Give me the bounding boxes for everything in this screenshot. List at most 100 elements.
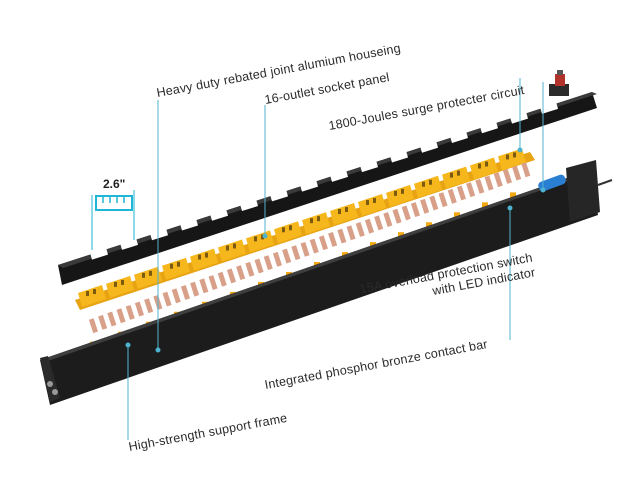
contact-clip	[263, 255, 273, 271]
contact-clip	[300, 241, 310, 257]
end-screw-left-2	[52, 389, 58, 395]
leader-contact-dot	[507, 205, 513, 211]
outlet-slot	[289, 225, 292, 231]
cover-slot	[420, 140, 438, 153]
contact-clip	[291, 245, 301, 261]
leader-lines	[125, 78, 546, 440]
outlet-slot	[457, 170, 460, 176]
outlet-slot	[345, 207, 348, 213]
outlet-slot	[394, 190, 397, 196]
support-frame-channel	[40, 160, 613, 405]
outlet-slot	[485, 161, 488, 167]
contact-clip	[355, 222, 365, 237]
contact-clip	[475, 178, 485, 194]
contact-clip	[88, 318, 98, 334]
dimension-label: 2.6"	[103, 177, 126, 191]
contact-clip	[116, 308, 126, 324]
outlet-socket	[330, 203, 358, 226]
contact-clip	[309, 238, 319, 254]
cover-slot	[390, 150, 408, 163]
cover-slot	[480, 121, 498, 134]
contact-clip	[226, 268, 236, 284]
cover-slot	[450, 131, 468, 144]
contact-clip	[107, 311, 117, 327]
outlet-slot	[198, 254, 201, 260]
cover-slot	[210, 208, 228, 221]
contact-clip	[208, 275, 218, 290]
outlet-socket	[134, 266, 162, 289]
contact-clip	[438, 192, 448, 208]
outlet-slot	[338, 209, 341, 215]
contact-clip	[410, 202, 420, 218]
outlet-slot	[310, 218, 313, 224]
cover-slot	[330, 169, 348, 182]
dimension-marker	[91, 190, 135, 250]
contact-clip	[493, 172, 503, 188]
outlet-slot	[282, 227, 285, 233]
outlet-socket	[386, 184, 414, 207]
contact-clip	[98, 314, 108, 330]
cover-slot	[270, 189, 288, 202]
cover-slot	[120, 237, 138, 250]
outlet-slot	[114, 281, 117, 287]
outlet-slot	[93, 289, 96, 295]
cover-slot	[240, 199, 258, 212]
contact-clip	[245, 261, 255, 277]
contact-clip	[401, 205, 411, 221]
outlet-socket	[470, 157, 498, 180]
socket-panel	[75, 148, 535, 310]
outlet-slot	[233, 243, 236, 249]
end-screw-left	[47, 381, 53, 387]
cover-slot	[510, 111, 528, 124]
outlet-socket	[218, 239, 246, 262]
outlet-slot	[170, 263, 173, 269]
outlet-slot	[142, 272, 145, 278]
dimension-ruler	[95, 195, 133, 211]
contact-clip	[429, 195, 439, 211]
cover-slot	[150, 228, 168, 241]
cover-slot	[540, 101, 558, 114]
outlet-slot	[226, 245, 229, 251]
top-cover-panel	[58, 70, 597, 285]
outlet-socket	[162, 257, 190, 280]
outlet-slot	[478, 163, 481, 169]
power-cord-stub	[597, 179, 613, 186]
outlet-slot	[317, 216, 320, 222]
outlet-slot	[205, 252, 208, 258]
outlet-slot	[513, 152, 516, 158]
leader-housing-dot	[155, 347, 161, 353]
contact-clip	[318, 235, 328, 251]
contact-clip	[199, 278, 209, 294]
contact-clip	[502, 168, 512, 184]
cover-slot	[360, 160, 378, 173]
outlet-slot	[121, 279, 124, 285]
outlet-slot	[149, 270, 152, 276]
outlet-slot	[86, 291, 89, 297]
outlet-socket	[358, 193, 386, 216]
outlet-socket	[414, 175, 442, 198]
outlet-slot	[401, 188, 404, 194]
cover-slot	[180, 218, 198, 231]
outlet-slot	[261, 234, 264, 240]
contact-clip	[484, 175, 494, 191]
contact-clip	[171, 288, 181, 304]
surge-switch-cap	[555, 74, 565, 86]
contact-clip	[346, 225, 356, 241]
outlet-socket	[442, 166, 470, 189]
contact-clip	[162, 291, 172, 307]
leader-socket-dot	[262, 233, 268, 239]
contact-clip	[328, 232, 338, 247]
contact-clip	[134, 301, 144, 317]
contact-clip	[272, 251, 282, 267]
outlet-slot	[506, 154, 509, 160]
contact-clip	[383, 212, 393, 227]
outlet-socket	[302, 212, 330, 235]
outlet-slot	[366, 199, 369, 205]
contact-clip	[392, 208, 402, 224]
contact-clip	[466, 182, 476, 198]
outlet-slot	[254, 236, 257, 242]
cover-slot	[300, 179, 318, 192]
overload-switch-spring	[538, 174, 566, 192]
contact-strips	[88, 162, 531, 334]
leader-surge-dot	[517, 147, 523, 153]
